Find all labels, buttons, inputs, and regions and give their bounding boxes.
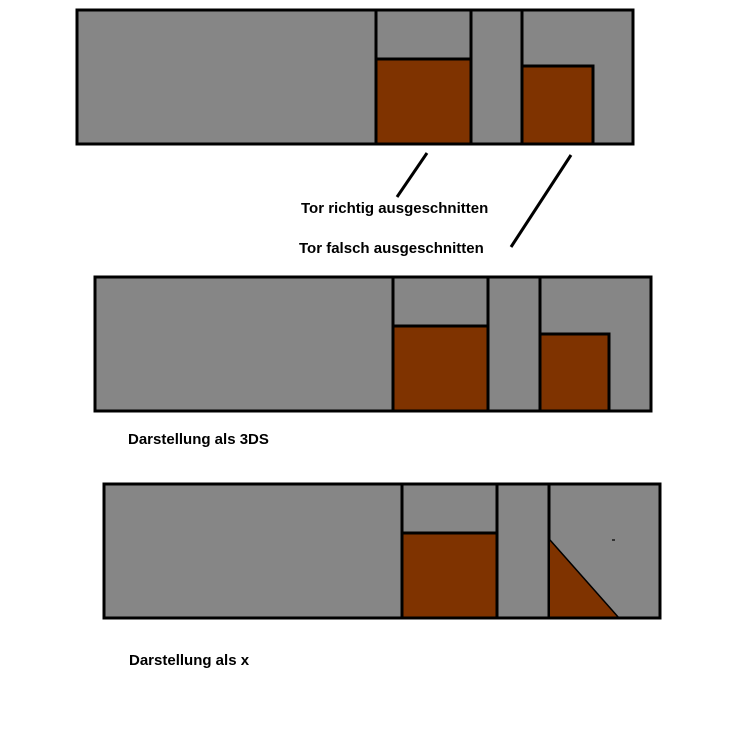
- label-render-x: Darstellung als x: [129, 652, 250, 669]
- wall-outline-top: [93, 275, 653, 413]
- mesh-artifact-dot: [612, 539, 615, 541]
- gate-wrong: [520, 64, 595, 146]
- label-correct-cut: Tor richtig ausgeschnitten: [301, 200, 489, 217]
- label-render-3ds: Darstellung als 3DS: [128, 431, 269, 448]
- gate-correct: [374, 57, 473, 146]
- gate-wrong: [538, 332, 611, 413]
- pointer-line-wrong: [509, 154, 573, 248]
- wall-outline-top: [102, 482, 662, 620]
- label-wrong-cut: Tor falsch ausgeschnitten: [299, 240, 484, 257]
- gate-wrong-edge: [549, 539, 620, 619]
- panel-3ds: [93, 275, 653, 413]
- panel-x: [102, 482, 662, 620]
- gate-correct: [400, 531, 499, 620]
- wall-outline-top: [75, 8, 635, 146]
- pointer-line-correct: [395, 152, 429, 198]
- panel-reference: [75, 8, 635, 146]
- gate-correct: [391, 324, 490, 413]
